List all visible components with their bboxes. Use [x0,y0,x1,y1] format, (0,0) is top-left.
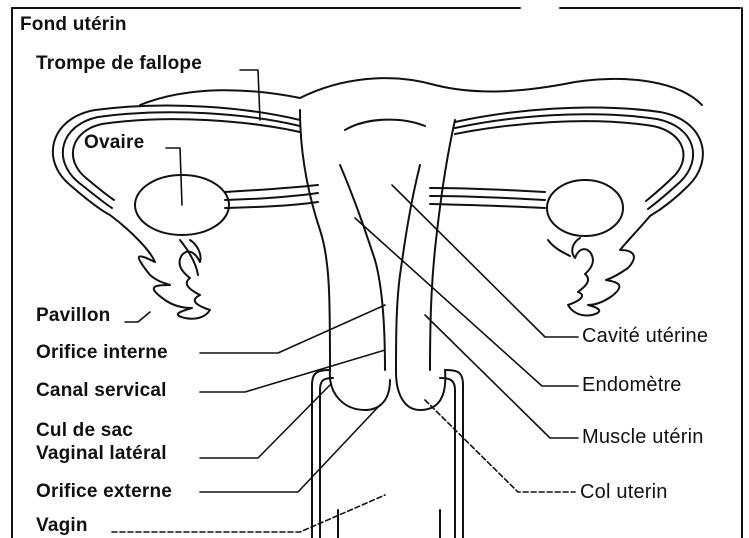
right-pavillon-inner [548,240,570,256]
vagina-right-wall-inner [440,378,455,538]
leader-col-uterin [425,400,575,492]
leader-cul-de-sac [200,385,330,458]
leader-endometre [355,218,578,386]
leader-muscle-uterin [425,315,578,438]
label-cul-de-sac: Cul de sac [36,420,133,441]
leader-orifice-interne [200,305,385,353]
label-cavite-uterine: Cavité utérine [582,326,708,347]
label-orifice-interne: Orifice interne [36,342,168,363]
leader-lines [112,70,578,532]
label-ovaire: Ovaire [84,132,144,153]
uterus-inner-left-wall [340,165,385,370]
uterus-inner-right-wall [396,165,420,372]
cervix-right-lip [396,370,445,410]
label-muscle-uterin: Muscle utérin [582,427,704,448]
right-ovary [547,180,623,236]
label-vagin: Vagin [36,515,88,536]
label-orifice-externe: Orifice externe [36,481,172,502]
right-fallopian-tube-outer [455,107,703,216]
label-trompe-de-fallope: Trompe de fallope [36,53,202,74]
label-pavillon: Pavillon [36,305,110,326]
leader-pavillon [125,312,150,322]
right-pavillon-fimbriae [568,216,650,315]
leader-orifice-externe [200,405,380,492]
label-canal-servical: Canal servical [36,380,167,401]
label-col-uterin: Col uterin [580,482,668,503]
uterine-fundus-outline [140,78,702,105]
left-ovarian-ligament [225,185,318,208]
label-endometre: Endomètre [582,375,682,396]
leader-canal-servical [200,350,385,392]
fundus-central-hump [345,120,425,130]
label-fond-uterin: Fond utérin [20,14,127,35]
leader-cavite-uterine [392,185,578,337]
label-vaginal-lateral: Vaginal latéral [36,443,167,464]
right-ovarian-ligament [430,188,545,208]
cervix-left-lip [330,370,390,410]
